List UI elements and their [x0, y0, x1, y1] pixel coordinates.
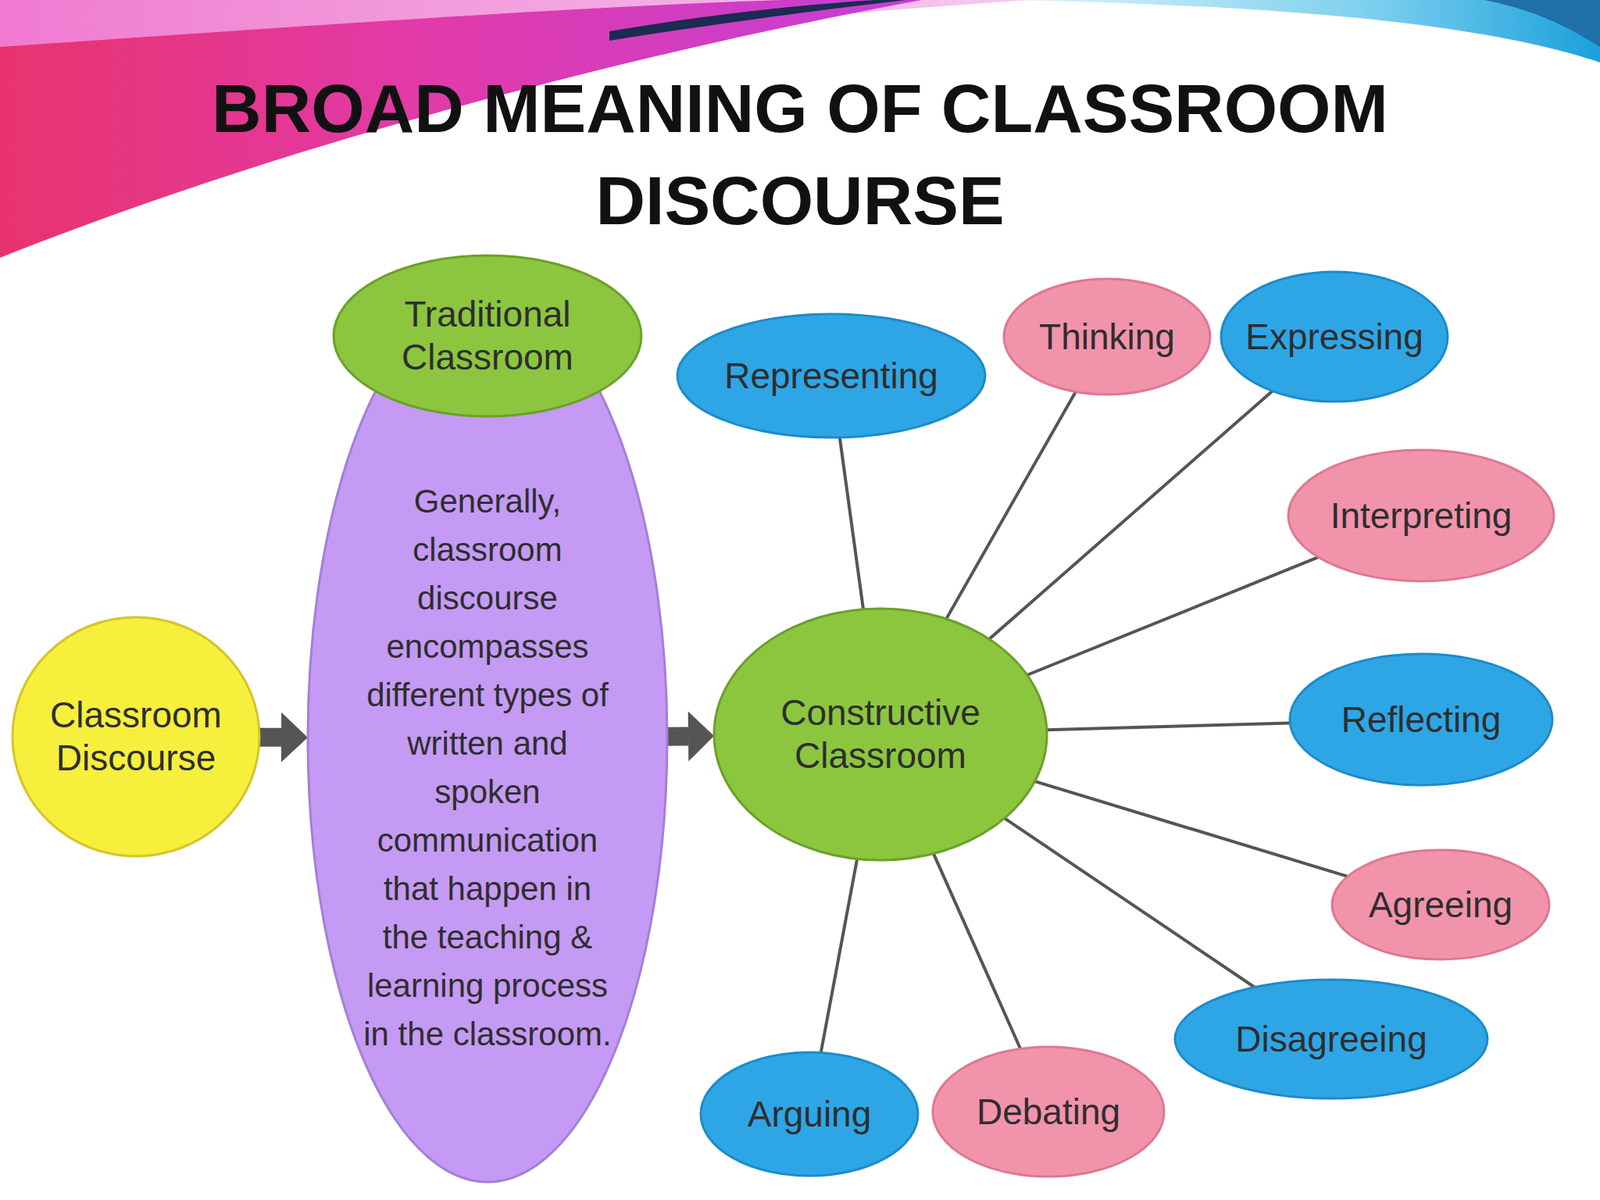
node-label: Thinking: [1039, 315, 1175, 359]
topic-circle: Classroom Discourse: [10, 615, 261, 858]
connector-shaft: [259, 728, 282, 747]
arrow-head: [281, 712, 308, 763]
spoke-line: [1035, 781, 1348, 877]
connector-shaft: [933, 853, 1021, 1050]
node-label: Interpreting: [1330, 494, 1513, 538]
text-block: Generally, classroom discourse encompass…: [362, 477, 613, 1059]
spoke-line: [1004, 817, 1255, 987]
block-arrow: [667, 710, 715, 761]
text-block: Representing: [724, 354, 939, 398]
category-ellipse: Traditional Classroom: [332, 253, 643, 418]
node-label: Disagreeing: [1235, 1017, 1427, 1061]
ellipse-shape: [932, 1046, 1165, 1177]
ellipse-shape: [1332, 850, 1550, 960]
spoke-line: [839, 437, 864, 610]
ellipse-shape: [1288, 450, 1554, 582]
ellipse-shape: [700, 1052, 918, 1176]
text-block: Traditional Classroom: [382, 292, 593, 379]
definition-ellipse: Generally, classroom discourse encompass…: [306, 292, 669, 1184]
node-label: Constructive Classroom: [759, 691, 1002, 778]
text-block: Disagreeing: [1235, 1017, 1427, 1061]
node-label: Reflecting: [1341, 698, 1502, 742]
text-block: Expressing: [1245, 315, 1424, 359]
connector-shaft: [667, 726, 689, 746]
activity-ellipse: Expressing: [1219, 270, 1450, 404]
activity-ellipse: Debating: [931, 1045, 1166, 1179]
ellipse-shape: [307, 294, 668, 1183]
spoke-line: [989, 390, 1273, 640]
text-block: Interpreting: [1330, 494, 1513, 538]
connector-shaft: [989, 390, 1273, 640]
node-label: Expressing: [1245, 315, 1424, 359]
text-block: Classroom Discourse: [42, 693, 230, 780]
blue-swoosh: [1015, 0, 1600, 63]
ellipse-shape: [1221, 271, 1448, 402]
connector-shaft: [946, 391, 1076, 619]
activity-ellipse: Thinking: [1002, 277, 1212, 397]
text-block: Agreeing: [1368, 883, 1513, 927]
activity-ellipse: Arguing: [699, 1050, 920, 1178]
text-block: Reflecting: [1341, 698, 1502, 742]
activity-ellipse: Reflecting: [1288, 652, 1554, 787]
node-label: Arguing: [747, 1092, 872, 1136]
block-arrow: [259, 712, 308, 763]
hub-ellipse: Constructive Classroom: [712, 607, 1049, 862]
node-label: Representing: [724, 354, 939, 398]
ellipse-shape: [12, 617, 260, 857]
ellipse-shape: [1003, 278, 1211, 395]
blue-accent: [1484, 0, 1600, 47]
ellipse-outline: [712, 607, 1049, 862]
activity-ellipse: Interpreting: [1286, 448, 1556, 583]
text-block: Arguing: [747, 1092, 872, 1136]
connector-shaft: [1046, 723, 1290, 731]
spoke-line: [1027, 557, 1319, 675]
node-label: Debating: [976, 1090, 1121, 1134]
text-block: Constructive Classroom: [759, 691, 1002, 778]
ellipse-shape: [333, 255, 642, 417]
spoke-line: [821, 858, 858, 1053]
arrow-head: [688, 710, 715, 761]
connector-shaft: [1027, 557, 1319, 675]
node-label: Traditional Classroom: [382, 292, 593, 379]
ellipse-outline: [332, 253, 643, 418]
navy-streak: [609, 0, 907, 41]
activity-ellipse: Representing: [675, 312, 987, 440]
text-block: Debating: [976, 1090, 1121, 1134]
ellipse-outline: [10, 615, 261, 858]
ellipse-shape: [714, 608, 1047, 861]
connector-shaft: [1035, 781, 1348, 877]
node-label: Agreeing: [1368, 883, 1513, 927]
activity-ellipse: Agreeing: [1330, 848, 1551, 961]
ellipse-shape: [677, 314, 986, 438]
definition-text: Generally, classroom discourse encompass…: [362, 477, 613, 1059]
ellipse-shape: [1175, 979, 1488, 1099]
spoke-line: [946, 391, 1076, 619]
spoke-line: [1046, 723, 1290, 731]
spoke-line: [933, 853, 1021, 1050]
connector-shaft: [839, 437, 864, 610]
activity-ellipse: Disagreeing: [1173, 978, 1490, 1100]
connector-shaft: [821, 858, 858, 1053]
connector-shaft: [1004, 817, 1255, 987]
ellipse-shape: [1289, 653, 1553, 786]
text-block: Thinking: [1039, 315, 1175, 359]
slide-title: BROAD MEANING OF CLASSROOM DISCOURSE: [135, 62, 1465, 247]
node-label: Classroom Discourse: [42, 693, 230, 780]
